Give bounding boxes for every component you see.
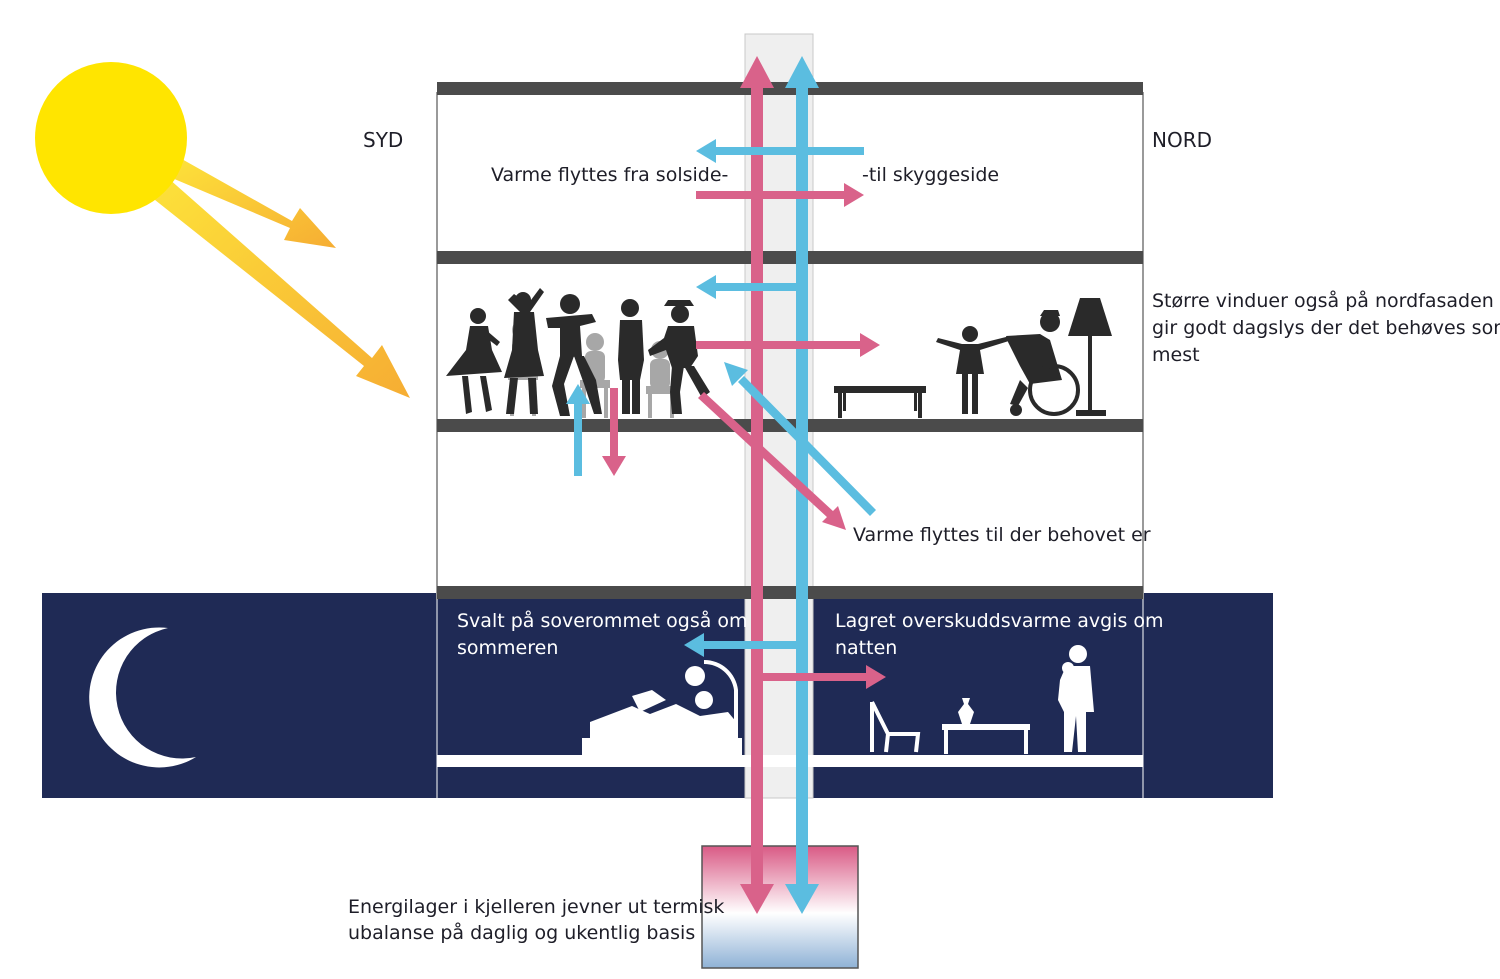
cool-arrow-up-small [566,384,590,476]
heat-to-shade-side-label: -til skyggeside [862,164,1000,186]
warm-arrow-down-small [602,388,626,476]
cool-bedroom-line-1: Svalt på soverommet også om [457,610,748,632]
armchair-icon [870,701,921,753]
warm-arrow-right-night [762,665,886,689]
heat-to-need-label: Varme flyttes til der behovet er [853,524,1151,546]
ground-slab [437,755,1143,767]
moon-icon [89,627,196,768]
north-label: NORD [1152,128,1212,152]
heat-from-sun-side-label: Varme flyttes fra solside- [491,164,729,186]
sun-icon [35,62,187,214]
wheelchair-icon [1006,310,1080,416]
stored-heat-line-2: natten [835,637,898,659]
warm-arrow-diagonal [698,392,846,530]
stored-heat-line-1: Lagret overskuddsvarme avgis om [835,610,1164,632]
north-windows-line-2: gir godt dagslys der det behøves som [1152,317,1500,339]
warm-arrow-right-mid [696,333,880,357]
cool-arrow-left-mid [696,275,798,299]
cool-bedroom-line-2: sommeren [457,637,559,659]
people-silhouettes-icon [446,288,710,418]
parent-child-icon [1058,645,1094,752]
sun-rays [150,158,410,398]
energy-storage-line-2: ubalanse på daglig og ukentlig basis [348,922,696,944]
cool-arrow-left-night [684,633,798,657]
child-silhouette [936,326,1012,414]
warm-arrow-right-top [696,183,864,207]
energy-storage-line-1: Energilager i kjelleren jevner ut termis… [348,896,725,918]
north-windows-line-1: Større vinduer også på nordfasaden [1152,290,1494,312]
north-windows-line-3: mest [1152,344,1200,366]
south-label: SYD [363,128,404,152]
table-icon [834,386,926,418]
bed-icon [582,659,742,755]
floor-lamp-icon [1068,298,1112,416]
energy-storage-tank [701,845,859,969]
vase-icon [958,698,974,724]
cool-arrow-left-top [696,139,864,163]
cool-arrow-diagonal [724,362,876,516]
side-table [942,724,1030,754]
